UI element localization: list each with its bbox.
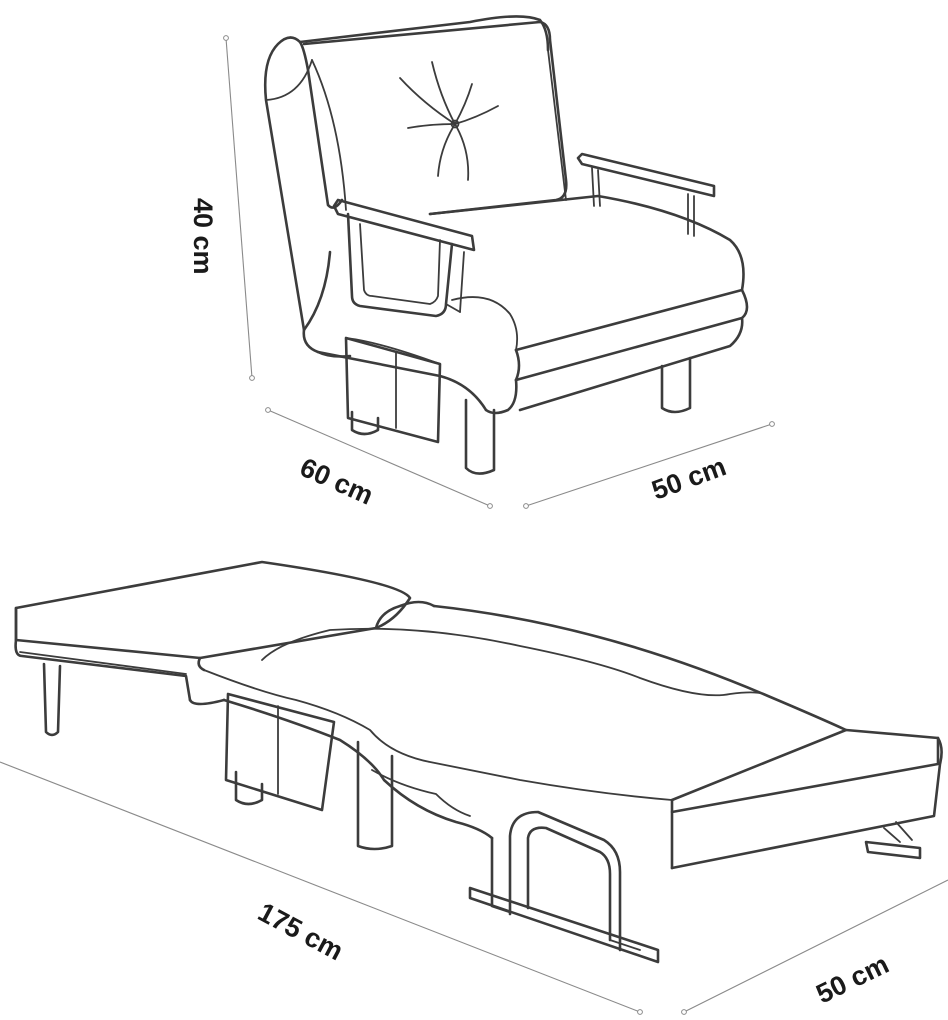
right-armrest xyxy=(576,152,716,237)
sofa-bed-drawing xyxy=(14,560,943,964)
chair-legs xyxy=(350,356,692,475)
chair-width-label: 60 cm xyxy=(296,452,378,511)
chair-depth-dimension: 50 cm xyxy=(523,421,775,509)
bed-side-pocket xyxy=(224,692,336,812)
bed-length-label: 175 cm xyxy=(253,897,348,966)
bed-length-dimension: 175 cm xyxy=(0,761,643,1015)
side-pocket xyxy=(344,336,442,444)
bed-foot-frame xyxy=(468,810,660,964)
chair-height-label: 40 cm xyxy=(188,198,218,275)
armchair-drawing xyxy=(263,15,749,475)
left-armrest xyxy=(332,198,476,318)
chair-depth-label: 50 cm xyxy=(648,451,730,505)
chair-height-dimension: 40 cm xyxy=(188,35,255,381)
bed-width-dimension: 50 cm xyxy=(681,879,948,1015)
tufting-button xyxy=(399,61,499,181)
bed-width-label: 50 cm xyxy=(811,949,893,1010)
